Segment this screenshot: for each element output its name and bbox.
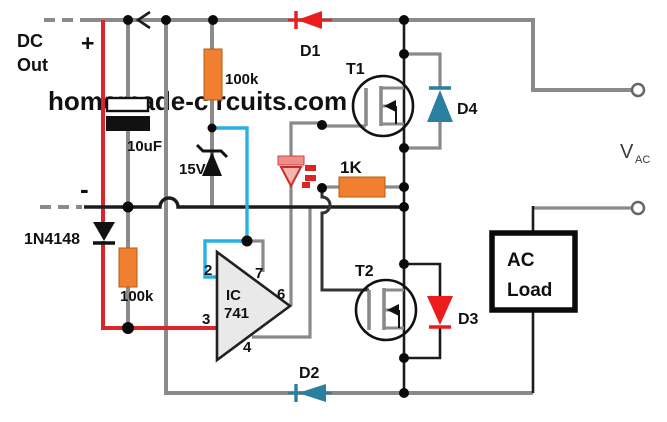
zener-triangle bbox=[202, 152, 222, 176]
current-arrow-icon bbox=[135, 10, 151, 30]
junction-dot bbox=[399, 353, 409, 363]
ac-load-label-line2: Load bbox=[507, 280, 552, 301]
resistor-100k-top bbox=[203, 48, 223, 101]
minus-label: - bbox=[80, 174, 89, 204]
vac-label-subscript: AC bbox=[635, 154, 650, 166]
wire-d4-top-lead bbox=[404, 52, 442, 89]
junction-dot bbox=[399, 182, 409, 192]
d1-label: D1 bbox=[300, 43, 321, 60]
plus-label: + bbox=[81, 30, 94, 56]
t2-label: T2 bbox=[355, 263, 374, 280]
ac-load-label-line1: AC bbox=[507, 250, 535, 271]
wire-d3-bottom-lead bbox=[404, 327, 442, 360]
diode-1n4148-label: 1N4148 bbox=[24, 231, 80, 248]
dc-out-label-line2: Out bbox=[17, 55, 48, 75]
opamp-label-line1: IC bbox=[226, 287, 241, 304]
d3-label: D3 bbox=[458, 311, 479, 328]
t1-arrow bbox=[384, 100, 396, 112]
wire-cyan-pin2 bbox=[203, 239, 247, 279]
d2-label: D2 bbox=[299, 365, 320, 382]
junction-dot bbox=[399, 202, 409, 212]
opamp-label-line2: 741 bbox=[224, 305, 249, 322]
resistor-left-label: 100k bbox=[120, 288, 154, 305]
wire-pin4 bbox=[252, 206, 312, 339]
junction-dot bbox=[399, 259, 409, 269]
zener-cathode-bar bbox=[195, 143, 229, 159]
vac-terminal-top bbox=[630, 82, 646, 98]
junction-dot bbox=[399, 49, 409, 59]
led-top-bar bbox=[277, 155, 305, 166]
junction-dot bbox=[122, 322, 134, 334]
wire-red-to-pin3 bbox=[101, 241, 217, 330]
junction-dot bbox=[161, 15, 171, 25]
led-triangle bbox=[279, 166, 303, 189]
t1-label: T1 bbox=[346, 61, 365, 78]
junction-dot bbox=[208, 15, 218, 25]
wire-left-loop-bottom-rail bbox=[164, 20, 533, 395]
pin6-label: 6 bbox=[277, 286, 285, 303]
capacitor-plate-outline bbox=[105, 96, 150, 113]
wire-led-top-lead bbox=[289, 121, 322, 157]
diode-d4-triangle bbox=[427, 90, 453, 122]
wire-d4-bottom-lead bbox=[404, 121, 442, 150]
t1-mosfet-circle bbox=[351, 74, 415, 138]
capacitor-label: 10uF bbox=[127, 138, 162, 155]
pin7-label: 7 bbox=[255, 265, 263, 282]
diode-d1-triangle bbox=[297, 11, 322, 29]
wire-d3-top-lead bbox=[404, 262, 442, 296]
junction-dot bbox=[399, 143, 409, 153]
diode-1n4148-triangle bbox=[93, 222, 115, 241]
wire-cyan-zener-to-node bbox=[212, 126, 249, 241]
pin2-label: 2 bbox=[204, 262, 212, 279]
pin4-label: 4 bbox=[243, 339, 252, 356]
resistor-1k bbox=[338, 176, 386, 198]
led-ray-3 bbox=[302, 182, 310, 188]
zener-label: 15V bbox=[179, 161, 206, 178]
junction-dot bbox=[241, 235, 253, 247]
watermark-text: homemade-circuits.com bbox=[48, 86, 347, 116]
vac-terminal-bottom bbox=[630, 200, 646, 216]
t2-arrow bbox=[387, 304, 399, 316]
capacitor-plate-solid bbox=[106, 116, 150, 131]
junction-dot bbox=[207, 123, 217, 133]
diode-d3-triangle bbox=[427, 296, 453, 325]
ac-load-box bbox=[489, 230, 578, 313]
dc-out-label-line1: DC bbox=[17, 31, 43, 51]
resistor-100k-left bbox=[118, 247, 138, 288]
junction-dot bbox=[399, 388, 409, 398]
junction-dot bbox=[122, 201, 134, 213]
junction-dot bbox=[317, 183, 327, 193]
led-ray-1 bbox=[305, 165, 316, 171]
junction-dot bbox=[399, 15, 409, 25]
junction-dot bbox=[123, 15, 133, 25]
pin3-label: 3 bbox=[202, 311, 210, 328]
opamp-triangle bbox=[215, 249, 293, 363]
led-ray-2 bbox=[305, 175, 316, 181]
diode-d2-triangle bbox=[298, 384, 326, 402]
resistor-top-label: 100k bbox=[225, 71, 259, 88]
junction-dot bbox=[317, 120, 327, 130]
resistor-1k-label: 1K bbox=[340, 158, 362, 177]
wire-mid-rail bbox=[84, 196, 404, 209]
t2-mosfet-circle bbox=[354, 278, 418, 342]
d4-label: D4 bbox=[457, 101, 478, 118]
wire-t2-gate-lead bbox=[320, 188, 369, 292]
vac-label: V bbox=[620, 141, 634, 163]
